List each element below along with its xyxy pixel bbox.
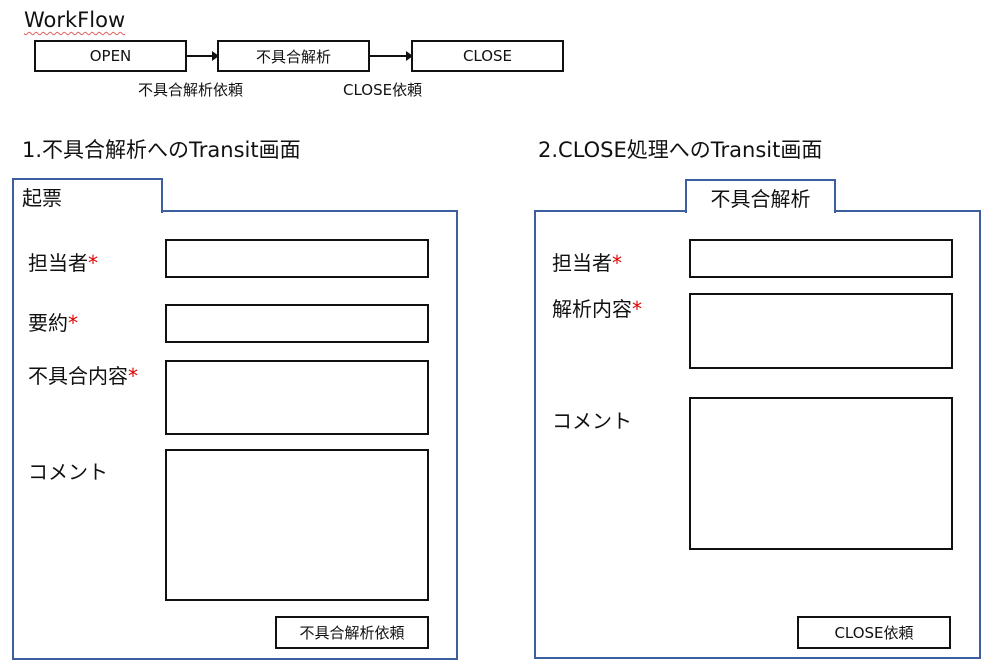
state-open: OPEN — [34, 40, 187, 72]
comment-textarea[interactable] — [165, 449, 429, 601]
summary-input[interactable] — [165, 304, 429, 343]
screen1-tab[interactable]: 起票 — [12, 178, 163, 213]
label-analysis: 解析内容* — [552, 297, 642, 321]
arrow-icon — [370, 51, 413, 61]
label-assignee: 担当者* — [552, 251, 622, 275]
required-mark: * — [612, 251, 622, 275]
required-mark: * — [128, 364, 138, 388]
label-summary: 要約* — [28, 311, 78, 335]
arrow-icon — [187, 51, 219, 61]
tab-label: 不具合解析 — [710, 186, 811, 211]
assignee-input[interactable] — [689, 239, 953, 278]
screen2-heading: 2.CLOSE処理へのTransit画面 — [538, 138, 823, 162]
defect-textarea[interactable] — [165, 360, 429, 435]
analysis-textarea[interactable] — [689, 293, 953, 369]
required-mark: * — [88, 251, 98, 275]
label-comment: コメント — [552, 409, 632, 433]
label-comment: コメント — [28, 460, 108, 484]
state-close: CLOSE — [411, 40, 564, 72]
transition-close-request: CLOSE依頼 — [343, 81, 423, 99]
screen1-heading: 1.不具合解析へのTransit画面 — [22, 138, 301, 162]
screen2-tab[interactable]: 不具合解析 — [685, 179, 836, 213]
label-defect: 不具合内容* — [28, 364, 138, 388]
label-assignee: 担当者* — [28, 251, 98, 275]
workflow-title: WorkFlow — [24, 8, 126, 32]
tab-label: 起票 — [22, 186, 62, 210]
transition-analysis-request: 不具合解析依頼 — [138, 81, 244, 99]
state-analysis: 不具合解析 — [217, 40, 370, 72]
close-request-button[interactable]: CLOSE依頼 — [797, 616, 951, 649]
required-mark: * — [68, 311, 78, 335]
assignee-input[interactable] — [165, 239, 429, 278]
analysis-request-button[interactable]: 不具合解析依頼 — [275, 616, 429, 649]
required-mark: * — [632, 297, 642, 321]
comment-textarea[interactable] — [689, 397, 953, 550]
